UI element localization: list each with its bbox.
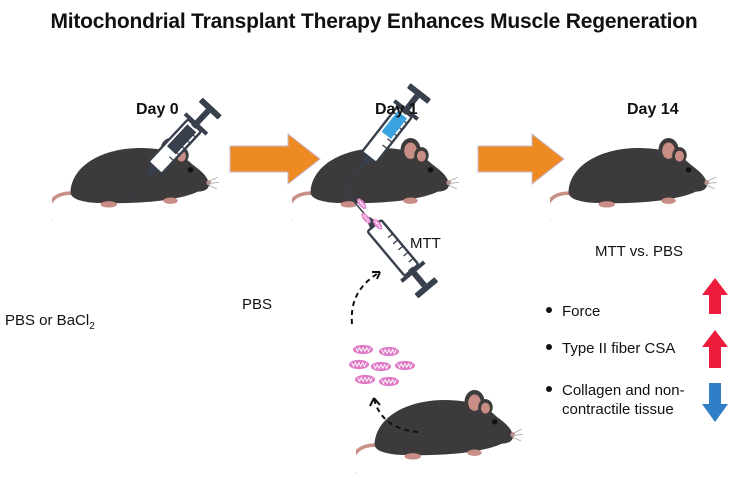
day-1-label: Day 1	[375, 101, 418, 118]
arrow-up-icon	[702, 330, 728, 368]
mtt-label: MTT	[410, 235, 441, 252]
timeline-arrow-1	[229, 132, 321, 186]
outcome-collagen: Collagen and non- contractile tissue	[546, 381, 685, 419]
arrow-up-icon	[702, 278, 728, 314]
outcome-type-ii-fiber: Type II fiber CSA	[546, 339, 675, 358]
dashed-arrow-mouse	[373, 397, 419, 433]
syringe-icon	[114, 94, 225, 211]
day-0-label: Day 0	[136, 101, 179, 118]
comparison-label: MTT vs. PBS	[595, 243, 684, 260]
day-0-injection-label: PBS or BaCl2	[5, 312, 95, 332]
mouse-icon	[550, 136, 718, 223]
timeline-arrow-2	[477, 132, 565, 186]
figure-title: Mitochondrial Transplant Therapy Enhance…	[50, 10, 698, 33]
mouse-icon	[52, 136, 220, 223]
day-14-label: Day 14	[627, 101, 679, 118]
dashed-arrow-up	[350, 271, 381, 325]
arrow-down-icon	[702, 383, 728, 422]
mitochondria-icon	[348, 344, 416, 387]
syringe-icon	[330, 80, 434, 202]
outcome-force: Force	[546, 302, 600, 321]
pbs-label: PBS	[242, 296, 273, 313]
